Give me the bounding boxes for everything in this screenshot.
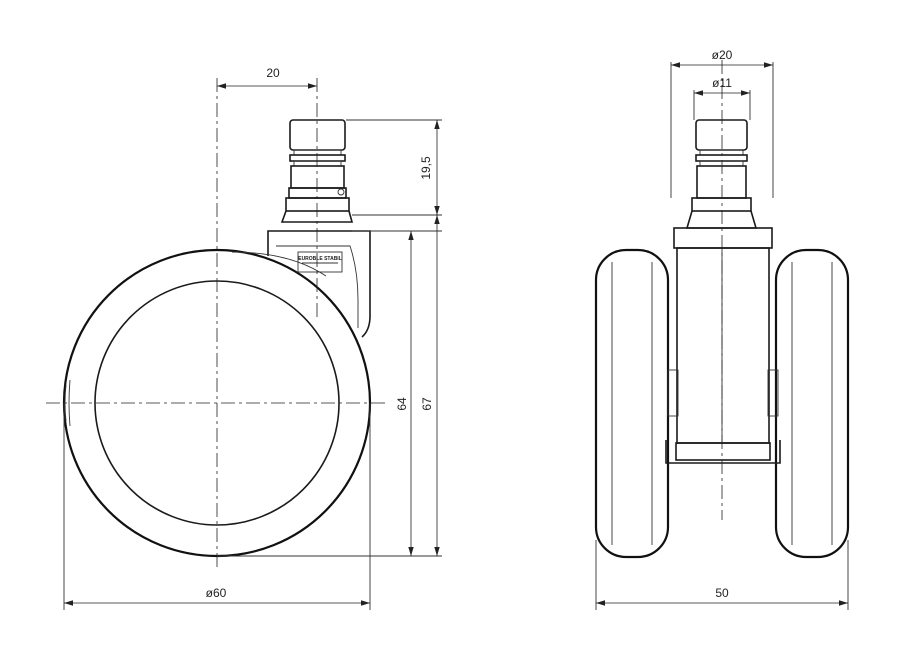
stem-front-ring-2 [695,154,748,162]
dim-width-total: 50 [595,540,849,610]
stem-front [685,119,758,229]
front-view: ø20 ø11 50 [594,48,850,610]
stem-ring-2 [289,154,346,162]
wheel-left [594,248,670,559]
stem-pin [337,188,345,196]
stem-top-knob [289,119,346,151]
dim-stem-inner: ø11 [693,76,751,120]
dim-offset-top-label: 20 [266,66,280,80]
wheel-right [774,248,850,559]
dim-stem-inner-label: ø11 [712,76,732,90]
dim-height-inner-label: 64 [395,397,409,411]
dim-offset-top: 20 [217,66,317,89]
housing-front-base [675,442,771,461]
stem-body [290,165,345,189]
dim-height-total: 67 [420,215,440,556]
dim-stem-outer-label: ø20 [712,48,733,62]
dim-wheel-diameter: ø60 [63,403,371,610]
stem-front-body [696,165,747,199]
brand-logo-text-1: EUROBLE STABIL [298,256,342,262]
stem-collar [285,197,350,212]
stem-front-collar [691,197,752,212]
housing-outline [267,230,371,338]
side-view: EUROBLE STABIL 20 19, [46,66,442,610]
housing-front-body [676,247,770,444]
axle-left-cap [667,369,679,417]
housing-inner-line [276,245,359,328]
axle-right-cap [767,369,779,417]
dim-wheel-diameter-label: ø60 [206,586,227,600]
stem-front-knob [695,119,748,151]
housing-front-top [673,227,773,249]
stem-base [288,187,347,199]
wheel-tread-edge-inner [68,379,71,427]
dim-stem-outer: ø20 [670,48,774,198]
housing-side: EUROBLE STABIL [231,230,371,338]
dim-height-inner: 64 [395,231,414,556]
wheel-right-outline [774,248,850,559]
housing-front [665,227,781,464]
brand-logo [297,251,343,273]
wheel-left-outline [594,248,670,559]
stem-side [280,119,354,223]
axle-bracket [665,440,781,464]
stem-front-flange [685,210,758,229]
dim-height-total-label: 67 [420,397,434,411]
dim-stem-height: 19,5 [346,119,442,216]
housing-fender-line [231,251,327,277]
dim-stem-height-label: 19,5 [419,156,433,180]
dim-width-total-label: 50 [715,586,729,600]
